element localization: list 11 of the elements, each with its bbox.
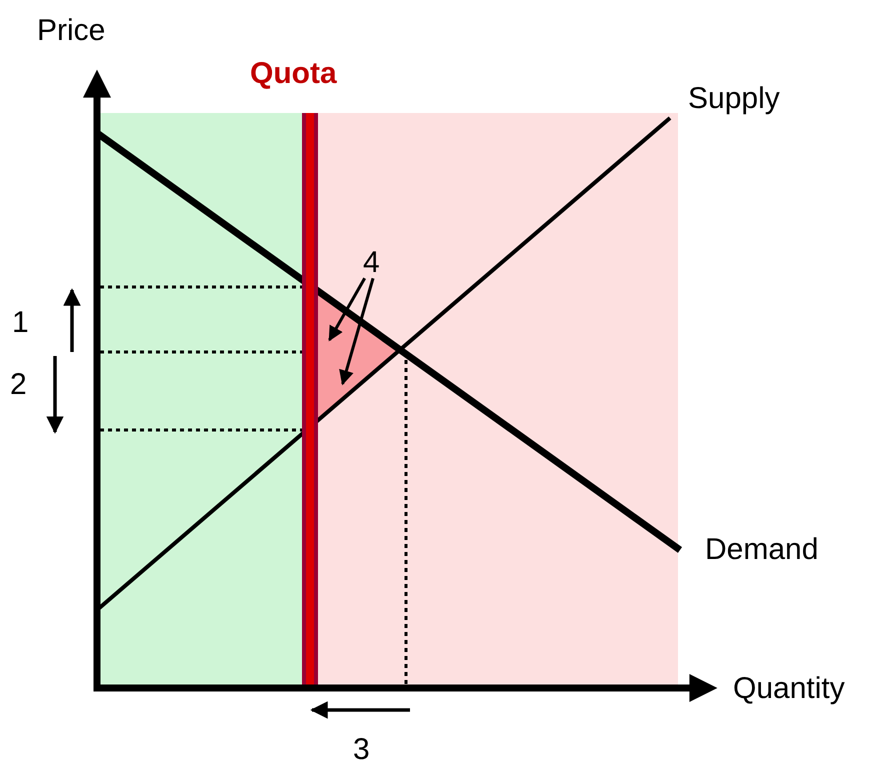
curve-label: Demand (705, 533, 818, 567)
leader-line (328, 278, 366, 342)
callout-number: 1 (12, 306, 29, 340)
quota-label: Quota (250, 57, 337, 91)
leader-line (339, 278, 374, 386)
callout-number: 4 (363, 246, 380, 280)
axis-label: Price (37, 14, 106, 48)
curve-label: Supply (688, 82, 780, 116)
axis-label: Quantity (733, 672, 845, 706)
callout-number: 2 (10, 368, 27, 402)
callout-number: 3 (353, 733, 370, 763)
